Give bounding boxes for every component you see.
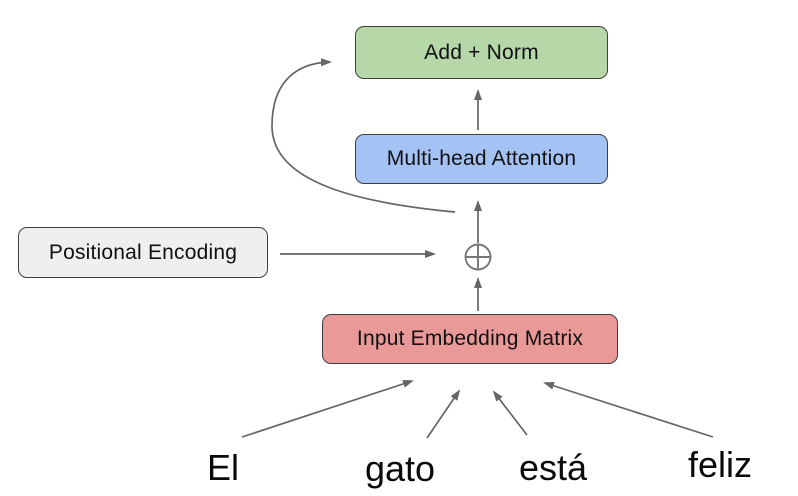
- node-input-embedding-matrix: Input Embedding Matrix: [322, 314, 618, 364]
- input-token-gato: gato: [364, 448, 436, 489]
- input-token-feliz: feliz: [687, 444, 753, 485]
- node-positional-encoding-label: Positional Encoding: [48, 240, 238, 264]
- arrow-token-feliz: [543, 381, 714, 438]
- arrow-token-el: [241, 380, 414, 438]
- node-input-embedding-matrix-label: Input Embedding Matrix: [356, 327, 584, 350]
- node-multi-head-attention-label: Multi-head Attention: [386, 147, 577, 170]
- circled-plus-icon: [464, 243, 492, 271]
- node-positional-encoding: Positional Encoding: [18, 227, 268, 278]
- node-add-norm: Add + Norm: [355, 26, 608, 79]
- arrow-token-gato: [426, 389, 461, 439]
- input-token-el: El: [206, 447, 240, 488]
- input-token-esta: está: [518, 447, 588, 488]
- arrow-residual-to-addnorm: [271, 58, 456, 213]
- node-add-norm-label: Add + Norm: [424, 40, 539, 64]
- node-multi-head-attention: Multi-head Attention: [355, 134, 608, 184]
- arrow-token-feliz-3: [492, 390, 528, 436]
